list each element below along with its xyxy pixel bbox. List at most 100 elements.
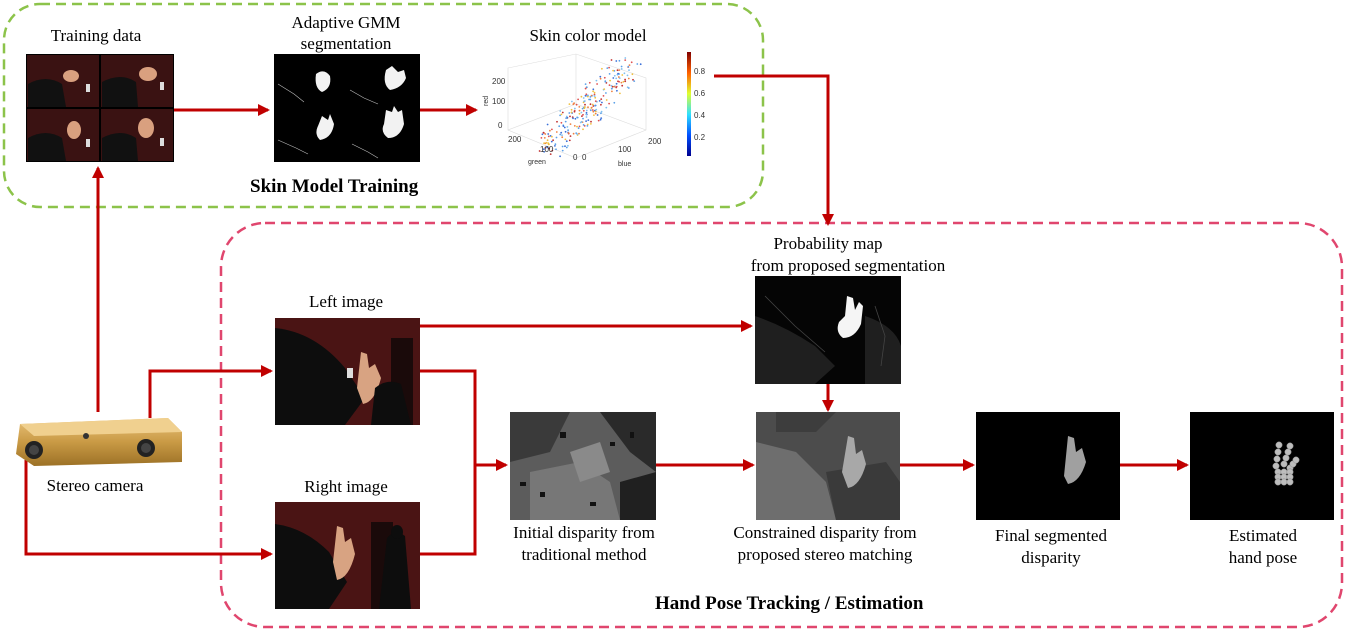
scatter-point [601, 67, 603, 70]
tracking-region-border [219, 221, 1344, 629]
scatter-point [584, 103, 586, 106]
scatter-point [595, 79, 598, 82]
initial-caption-line1: Initial disparity from [513, 523, 655, 542]
scatter-point [548, 143, 550, 146]
scatter-point [578, 125, 581, 128]
scatter-point [566, 126, 569, 128]
blue-tick-1: 100 [618, 145, 632, 154]
scatter-point [560, 121, 563, 124]
tracking-section-title: Hand Pose Tracking / Estimation [655, 593, 924, 614]
scatter-point [558, 125, 561, 128]
z-axis-label: red [483, 96, 490, 106]
pose-caption-line1: Estimated [1229, 526, 1297, 545]
scatter-point [594, 110, 597, 113]
green-tick-2: 0 [573, 153, 578, 162]
scatter-point [594, 112, 597, 115]
blue-tick-2: 200 [648, 137, 662, 146]
scatter-point [593, 95, 596, 97]
scatter-point [608, 84, 611, 86]
training-data-caption: Training data [50, 26, 142, 45]
gmm-segmentation-image [274, 54, 420, 162]
scatter-point [602, 95, 605, 97]
scatter-point [569, 123, 572, 125]
skin-color-model-plot: 200 100 0 red 200 100 0 green 0 100 200 … [478, 48, 714, 172]
scatter-point [561, 136, 564, 139]
scatter-point [593, 114, 595, 116]
scatter-point [626, 74, 629, 77]
scatter-point [561, 145, 564, 148]
right-image-caption: Right image [304, 477, 388, 496]
estimated-pose-image [1190, 412, 1334, 520]
scatter-point [585, 120, 587, 122]
scatter-point [628, 64, 631, 66]
scatter-point [578, 106, 581, 108]
colorbar-tick-0: 0.8 [694, 67, 706, 76]
scatter-point [632, 78, 634, 81]
prob-caption-line1: Probability map [773, 234, 883, 253]
pose-sphere [1286, 478, 1294, 486]
scatter-point [587, 106, 589, 109]
z-tick-0: 200 [492, 77, 506, 86]
scatter-point [599, 75, 602, 78]
z-tick-2: 0 [498, 121, 503, 130]
scatter-point [581, 107, 584, 110]
scatter-point [621, 84, 624, 87]
scatter-point [593, 91, 596, 94]
scatter-point [567, 144, 569, 147]
scatter-point [590, 123, 592, 125]
scatter-point [564, 120, 567, 123]
scatter-point [555, 136, 558, 139]
scatter-point [559, 114, 561, 117]
scatter-point [591, 109, 594, 111]
blue-tick-0: 0 [582, 153, 587, 162]
scatter-point [559, 155, 561, 158]
gmm-caption-line1: Adaptive GMM [291, 13, 401, 32]
prob-hand [837, 296, 863, 338]
scatter-point [540, 137, 543, 139]
initial-disparity-image [510, 412, 656, 520]
scatter-point [551, 149, 554, 152]
left-image-caption: Left image [308, 292, 384, 311]
scatter-point [598, 100, 601, 102]
scatter-point [584, 87, 587, 90]
scatter-point [609, 79, 611, 82]
scatter-point [582, 97, 585, 99]
initial-caption-line2: traditional method [521, 545, 647, 564]
scatter-point [554, 143, 557, 146]
scatter-point [549, 129, 551, 132]
scatter-point [585, 116, 588, 118]
scatter-point [619, 92, 621, 95]
scatter-point [616, 89, 618, 92]
scatter-point [620, 81, 623, 84]
scatter-point [618, 69, 621, 71]
scatter-point [600, 98, 603, 100]
scatter-point [576, 116, 578, 119]
scatter-point [576, 125, 578, 128]
constrained-caption-line1: Constrained disparity from [733, 523, 917, 542]
probability-map-image [755, 276, 901, 384]
scatter-point [549, 135, 552, 137]
scatter-point [610, 84, 613, 87]
scatter-point [574, 117, 577, 120]
scatter-point [555, 148, 557, 151]
arrow-right-to-initial [420, 465, 477, 556]
scatter-point [590, 94, 593, 97]
scatter-point [613, 74, 616, 77]
scatter-point [589, 103, 592, 106]
scatter-point [542, 148, 545, 151]
scatter-point [621, 74, 624, 76]
scatter-point [599, 77, 602, 80]
scatter-point [573, 125, 576, 127]
scatter-point [636, 63, 639, 65]
scatter-point [615, 60, 618, 62]
scatter-point [555, 131, 558, 133]
scatter-point [601, 101, 603, 104]
scatter-point [615, 77, 618, 80]
scatter-point [604, 80, 607, 82]
final-caption-line1: Final segmented [995, 526, 1107, 545]
scatter-point [569, 115, 571, 118]
constrained-disparity-image [756, 412, 900, 520]
pose-sphere [1286, 442, 1294, 450]
scatter-point [592, 90, 594, 93]
scatter-point [562, 125, 565, 127]
